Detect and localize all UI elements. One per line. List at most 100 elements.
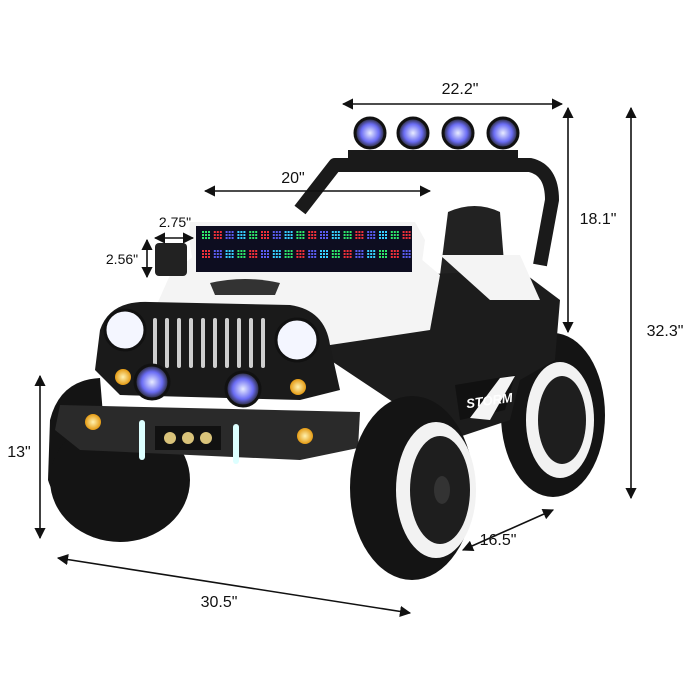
led-pixel [314,237,317,239]
led-pixel [343,250,346,252]
led-pixel [308,237,311,239]
led-pixel [284,237,287,239]
led-pixel [255,234,258,236]
led-pixel [370,253,373,255]
led-pixel [323,237,325,239]
led-pixel [299,256,302,258]
led-pixel [255,250,258,252]
led-pixel [225,250,228,252]
led-pixel [402,250,405,252]
led-pixel [252,231,255,233]
led-pixel [320,237,322,239]
led-pixel [349,250,352,252]
roll-bar-width-label: 22.2" [441,81,479,98]
led-pixel [267,234,269,236]
led-pixel [213,231,216,233]
led-pixel [367,231,370,233]
led-pixel [290,234,293,236]
led-pixel [287,231,290,233]
led-pixel [385,256,387,258]
led-pixel [243,234,246,236]
grille-slat [189,318,193,368]
led-pixel [367,234,370,236]
led-pixel [373,234,376,236]
led-pixel [334,237,337,239]
led-pixel [287,250,290,252]
total-height-label: 32.3" [646,323,684,340]
led-pixel [216,231,219,233]
led-pixel [326,231,328,233]
led-pixel [205,256,207,258]
led-pixel [219,256,222,258]
led-pixel [275,253,278,255]
led-pixel [393,253,396,255]
led-pixel [202,234,204,236]
led-pixel [320,256,322,258]
led-pixel [308,250,311,252]
led-pixel [213,250,216,252]
led-pixel [264,231,266,233]
led-pixel [237,237,240,239]
led-pixel [408,237,411,239]
led-pixel [240,253,243,255]
led-pixel [396,250,399,252]
led-pixel [334,253,337,255]
led-pixel [373,237,376,239]
led-pixel [337,250,340,252]
led-pixel [290,250,293,252]
led-pixel [237,234,240,236]
led-pixel [346,253,349,255]
led-pixel [225,253,228,255]
led-pixel [373,231,376,233]
led-pixel [367,256,370,258]
led-pixel [255,253,258,255]
led-pixel [299,253,302,255]
led-pixel [205,253,207,255]
roof-lights [353,116,520,150]
led-pixel [355,231,358,233]
led-pixel [311,234,314,236]
led-pixel [302,250,305,252]
led-pixel [287,234,290,236]
led-pixel [228,237,231,239]
front-right-wheel [350,396,476,580]
grille-slat [249,318,253,368]
led-pixel [320,231,322,233]
led-pixel [326,234,328,236]
led-pixel [264,253,266,255]
led-pixel [216,250,219,252]
front-left-wheel [48,378,190,542]
led-pixel [326,250,328,252]
led-pixel [261,231,263,233]
led-pixel [393,256,396,258]
led-pixel [202,237,204,239]
led-pixel [361,256,364,258]
led-pixel [272,231,275,233]
led-pixel [275,250,278,252]
led-pixel [216,256,219,258]
led-windshield-display [202,231,411,258]
led-pixel [408,250,411,252]
led-pixel [225,231,228,233]
led-pixel [346,231,349,233]
led-pixel [367,237,370,239]
led-pixel [267,253,269,255]
led-pixel [358,234,361,236]
led-pixel [382,231,384,233]
led-pixel [296,253,299,255]
led-pixel [358,250,361,252]
led-pixel [355,256,358,258]
led-pixel [267,256,269,258]
led-pixel [396,231,399,233]
led-pixel [358,231,361,233]
led-pixel [405,234,408,236]
led-pixel [343,234,346,236]
led-pixel [390,237,393,239]
led-pixel [385,250,387,252]
led-pixel [320,234,322,236]
led-pixel [231,256,234,258]
led-pixel [225,237,228,239]
led-pixel [255,231,258,233]
right-headlight [274,317,320,363]
